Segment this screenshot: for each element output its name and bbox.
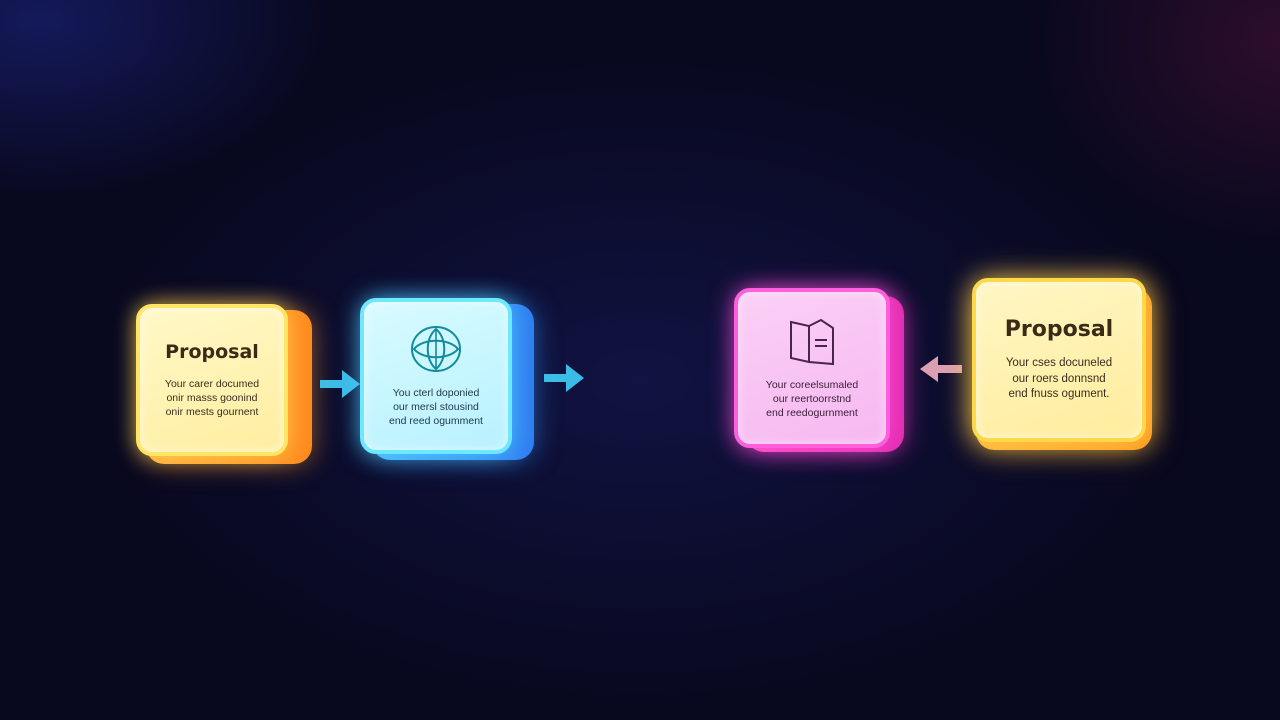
card-line: Your carer documed (164, 377, 260, 390)
card-line: Your cses docuneled (1005, 357, 1113, 370)
proposal-card-1[interactable]: Proposal Your carer documed onir masss g… (136, 304, 312, 464)
card-face: Your coreelsumaled our reertoorrstnd end… (734, 288, 890, 448)
arrow-left-icon (920, 356, 962, 382)
card-description: Your carer documed onir masss goonind on… (165, 377, 259, 420)
card-line: You cterl doponied (392, 386, 480, 399)
arrow-right-icon (544, 364, 584, 392)
card-line: our roers donnsnd (1012, 372, 1106, 385)
arrow-right-icon (320, 370, 360, 398)
card-title: Proposal (1004, 317, 1114, 343)
card-line: onir mests gournent (165, 406, 259, 419)
card-face: You cterl doponied our mersl stousind en… (360, 298, 512, 454)
card-title: Proposal (165, 340, 259, 363)
card-face: Proposal Your carer documed onir masss g… (136, 304, 288, 456)
document-card-3[interactable]: Your coreelsumaled our reertoorrstnd end… (734, 288, 904, 452)
card-description: You cterl doponied our mersl stousind en… (389, 386, 483, 429)
card-line: our reertoorrstnd (772, 392, 852, 405)
card-description: Your cses docuneled our roers donnsnd en… (1006, 356, 1112, 403)
card-description: Your coreelsumaled our reertoorrstnd end… (766, 378, 858, 421)
document-icon (790, 318, 834, 365)
process-card-2[interactable]: You cterl doponied our mersl stousind en… (360, 298, 534, 460)
card-line: end reed ogumment (389, 415, 483, 428)
card-line: our mersl stousind (393, 400, 479, 413)
card-face: Proposal Your cses docuneled our roers d… (972, 278, 1146, 442)
globe-icon (411, 325, 461, 372)
card-line: end fnuss ogument. (1008, 388, 1110, 401)
card-line: onir masss goonind (166, 391, 258, 404)
card-line: end reedogurnment (766, 407, 858, 420)
card-line: Your coreelsumaled (765, 378, 859, 391)
proposal-card-4[interactable]: Proposal Your cses docuneled our roers d… (972, 278, 1152, 450)
